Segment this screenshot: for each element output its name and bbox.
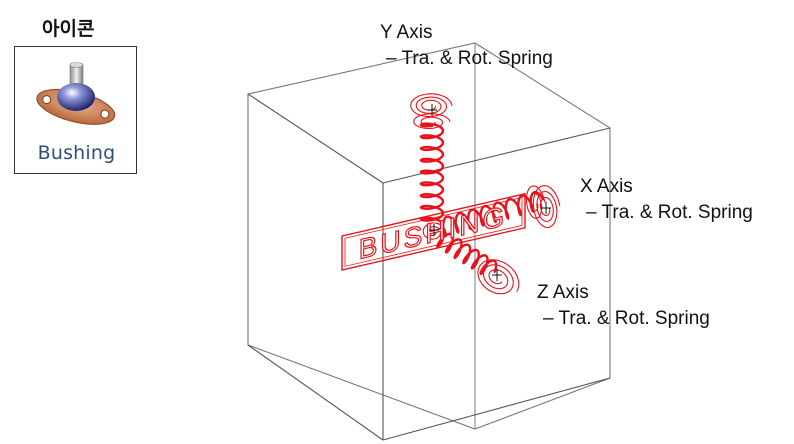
z-axis-torsion-spring <box>477 259 520 295</box>
icon-label: Bushing <box>37 142 116 164</box>
bounding-cube <box>247 42 611 441</box>
x-axis-torsion-spring-inner <box>525 185 546 219</box>
icon-caption: 아이콘 <box>42 18 95 40</box>
bushing-springs <box>410 93 561 295</box>
y-axis-name: Y Axis <box>380 22 433 43</box>
y-axis-torsion-spring <box>410 93 453 118</box>
z-axis-label: Z Axis – Tra. & Rot. Spring <box>537 280 710 332</box>
joint-markers <box>427 104 551 281</box>
bushing-tool-button[interactable]: Bushing <box>14 46 137 174</box>
x-axis-name: X Axis <box>580 176 633 197</box>
z-axis-name: Z Axis <box>537 282 589 303</box>
y-axis-label: Y Axis – Tra. & Rot. Spring <box>380 20 553 72</box>
x-axis-label: X Axis – Tra. & Rot. Spring <box>580 174 753 226</box>
y-axis-spring <box>419 122 445 233</box>
z-axis-desc: – Tra. & Rot. Spring <box>543 308 710 329</box>
x-axis-desc: – Tra. & Rot. Spring <box>586 202 753 223</box>
center-torsion-spring <box>422 222 446 240</box>
bushing-mount-icon <box>36 62 116 125</box>
y-axis-desc: – Tra. & Rot. Spring <box>386 48 553 69</box>
y-axis-torsion-spring-lower <box>413 113 451 130</box>
